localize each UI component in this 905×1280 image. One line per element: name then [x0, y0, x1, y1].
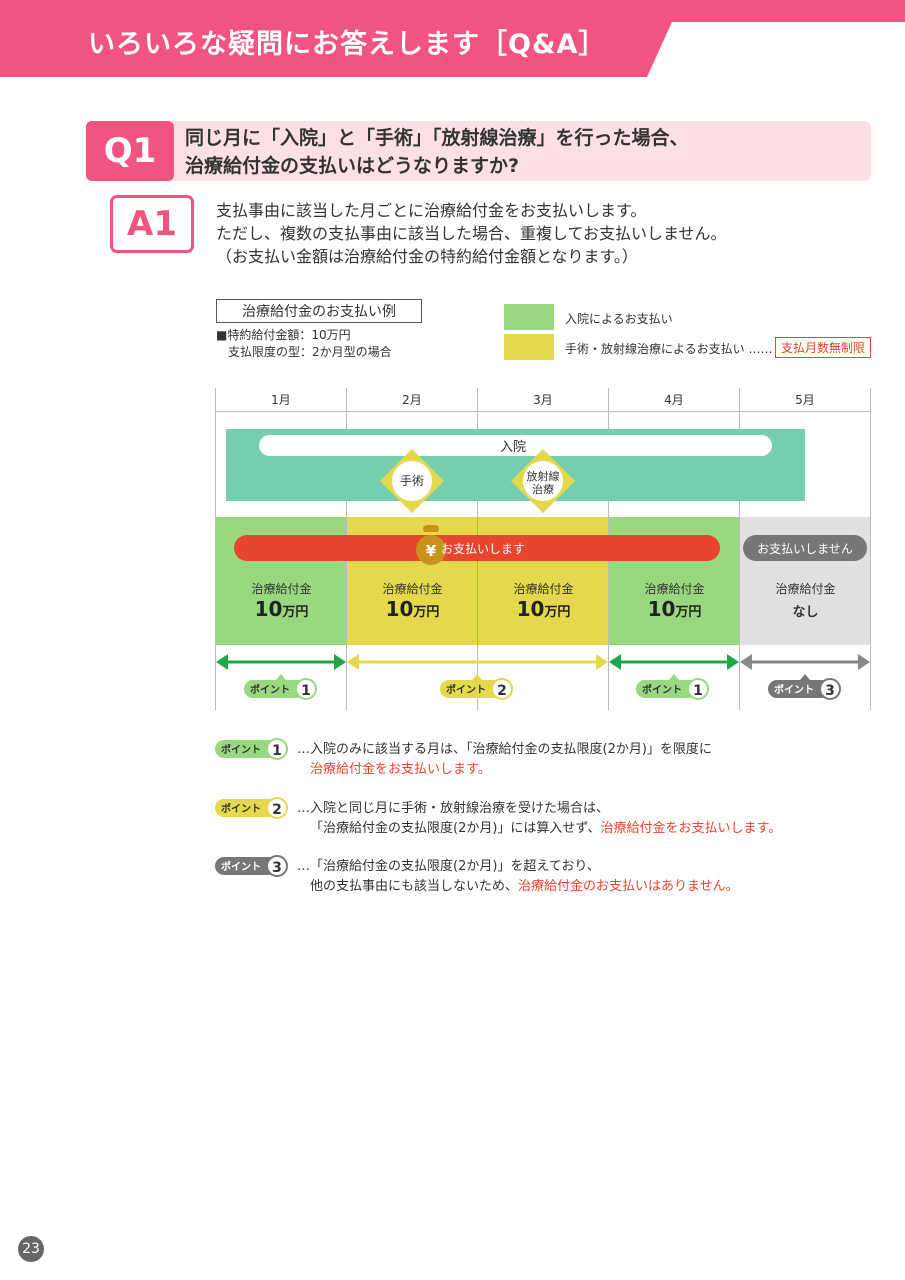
svg-text:ポイント: ポイント [250, 683, 290, 696]
svg-text:3: 3 [272, 860, 282, 876]
diagram-point-badge-1a: ポイント 1 [244, 674, 317, 700]
cell-4-label: 治療給付金 [644, 582, 705, 596]
point-3-text: …「治療給付金の支払限度(2か月)」を超えており、 他の支払事由にも該当しないた… [297, 859, 739, 894]
example-title: 治療給付金のお支払い例 [216, 299, 422, 323]
hospitalization-label: 入院 [500, 440, 526, 455]
question-text: 同じ月に「入院」と「手術」「放射線治療」を行った場合、 治療給付金の支払いはどう… [185, 124, 689, 180]
svg-text:¥: ¥ [426, 542, 437, 560]
answer-line-3: （お支払い金額は治療給付金の特約給付金額となります。） [216, 247, 638, 266]
point-1-text: …入院のみに該当する月は、「治療給付金の支払限度(2か月)」を限度に 治療給付金… [297, 742, 712, 777]
surgery-marker: 手術 [380, 449, 444, 513]
question-box [86, 121, 871, 181]
radiation-marker: 放射線 治療 [511, 449, 575, 513]
cell-3-label: 治療給付金 [513, 582, 574, 596]
header-bar [0, 0, 905, 77]
cell-1-amount: 10万円 [254, 597, 309, 621]
legend-green-label: 入院によるお支払い [565, 312, 673, 326]
svg-text:2: 2 [272, 802, 282, 818]
arrow-point-1-right [609, 654, 739, 670]
svg-text:1: 1 [693, 683, 703, 699]
legend-yellow-swatch [504, 334, 554, 360]
question-line-1: 同じ月に「入院」と「手術」「放射線治療」を行った場合、 [185, 127, 689, 149]
no-pay-pill [743, 535, 867, 561]
point-2-text: …入院と同じ月に手術・放射線治療を受けた場合は、 「治療給付金の支払限度(2か月… [297, 801, 782, 836]
list-point-badge-2: ポイント 2 [215, 797, 288, 819]
example-limit-type: 支払限度の型：2か月型の場合 [216, 345, 392, 359]
cell-3-amount: 10万円 [516, 597, 571, 621]
answer-line-2: ただし、複数の支払事由に該当した場合、重複してお支払いしません。 [216, 224, 727, 243]
month-label-2: 2月 [402, 393, 422, 407]
question-badge: Q1 [86, 121, 174, 181]
cell-2-label: 治療給付金 [382, 582, 443, 596]
month-label-1: 1月 [271, 393, 291, 407]
svg-text:ポイント: ポイント [221, 743, 261, 756]
question-line-2: 治療給付金の支払いはどうなりますか? [185, 155, 520, 177]
legend-unlimited-badge: 支払月数無制限 [775, 337, 872, 358]
svg-text:2: 2 [497, 683, 507, 699]
arrow-point-2 [347, 654, 608, 670]
month-label-3: 3月 [533, 393, 553, 407]
money-bag-icon: ¥ [416, 525, 446, 565]
cell-1-label: 治療給付金 [251, 582, 312, 596]
list-point-badge-1: ポイント 1 [215, 738, 288, 760]
list-point-badge-3: ポイント 3 [215, 855, 288, 877]
svg-text:ポイント: ポイント [774, 683, 814, 696]
legend-green-swatch [504, 304, 554, 330]
answer-badge: A1 [110, 195, 194, 253]
example-benefit-amount: ■特約給付金額：10万円 [216, 328, 351, 342]
svg-text:ポイント: ポイント [642, 683, 682, 696]
hospitalization-pill [259, 435, 772, 456]
pay-label: お支払いします [441, 542, 525, 556]
svg-text:ポイント: ポイント [221, 860, 261, 873]
no-pay-label: お支払いしません [757, 542, 853, 556]
cell-4-amount: 10万円 [647, 597, 702, 621]
diagram-point-badge-1b: ポイント 1 [636, 674, 709, 700]
diagram-point-badge-2: ポイント 2 [440, 674, 513, 700]
cell-5-amount: なし [792, 605, 819, 620]
svg-text:ポイント: ポイント [221, 802, 261, 815]
month-label-5: 5月 [795, 393, 815, 407]
answer-text: 支払事由に該当した月ごとに治療給付金をお支払いします。 ただし、複数の支払事由に… [216, 199, 727, 268]
svg-text:3: 3 [825, 683, 835, 699]
legend-yellow-label: 手術・放射線治療によるお支払い …… [565, 342, 773, 356]
arrow-point-3 [740, 654, 870, 670]
example-conditions: ■特約給付金額：10万円 支払限度の型：2か月型の場合 [216, 327, 392, 361]
surgery-label: 手術 [400, 474, 424, 488]
svg-text:1: 1 [301, 683, 311, 699]
pay-bar [234, 535, 720, 561]
svg-text:ポイント: ポイント [446, 683, 486, 696]
page-number: 23 [18, 1236, 44, 1262]
arrow-point-1-left [216, 654, 346, 670]
answer-line-1: 支払事由に該当した月ごとに治療給付金をお支払いします。 [216, 201, 647, 220]
cell-5-label: 治療給付金 [775, 582, 836, 596]
radiation-label-2: 治療 [532, 482, 554, 496]
radiation-label-1: 放射線 [527, 469, 560, 483]
month-label-4: 4月 [664, 393, 684, 407]
cell-2-amount: 10万円 [385, 597, 440, 621]
page-title: いろいろな疑問にお答えします［Q&A］ [88, 29, 607, 60]
diagram-point-badge-3: ポイント 3 [768, 674, 841, 700]
svg-text:1: 1 [272, 743, 282, 759]
